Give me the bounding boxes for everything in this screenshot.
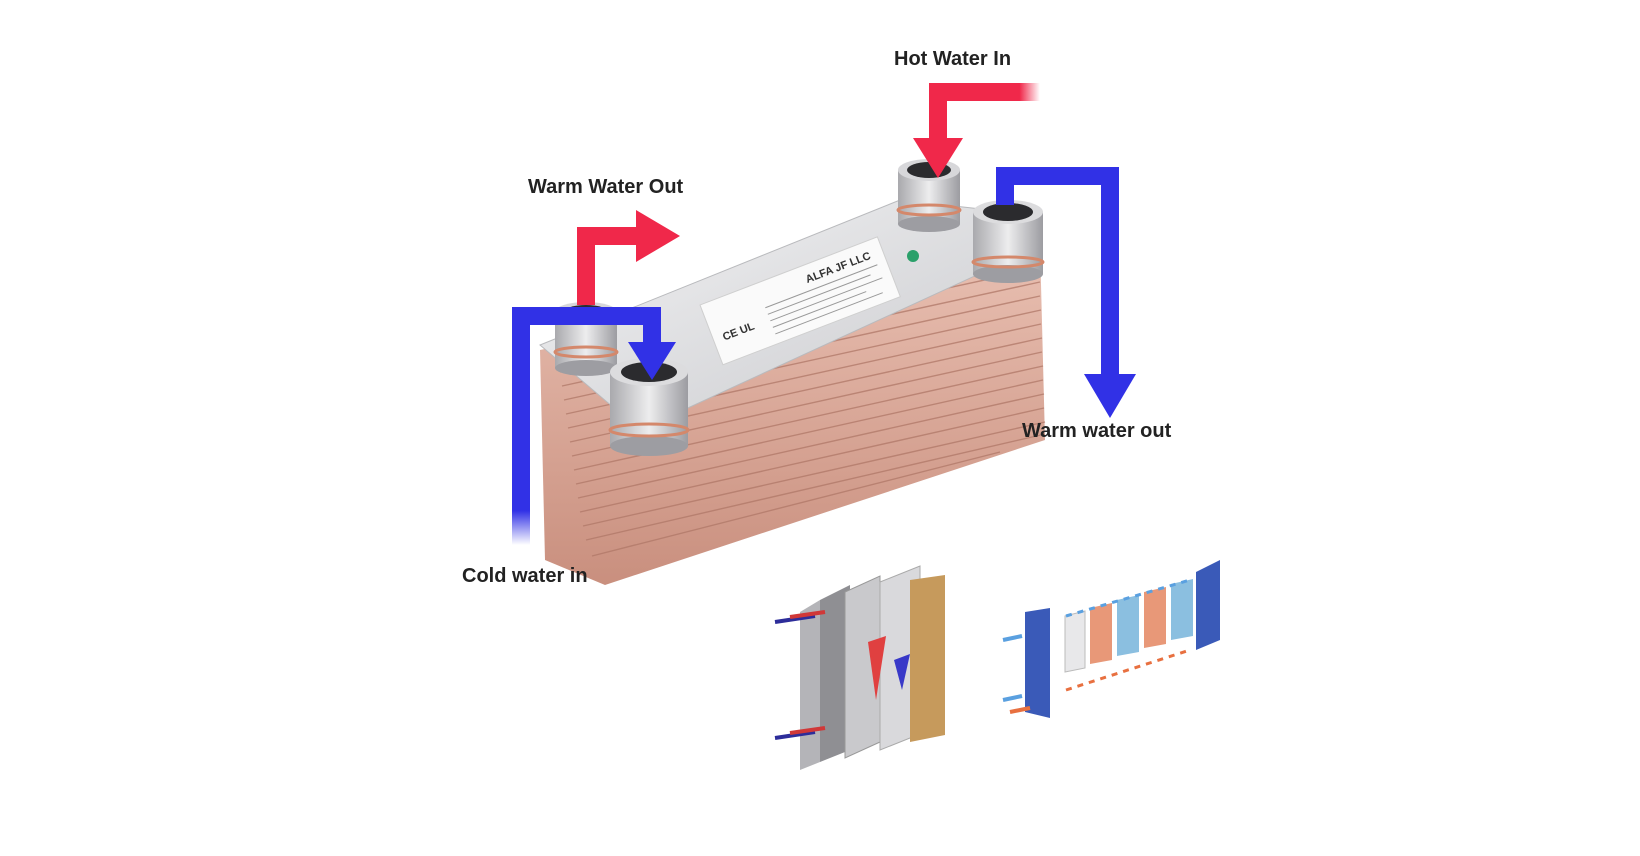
warm-water-out-hot-side-label: Warm Water Out [528, 176, 684, 198]
red-arrow-icon [636, 210, 680, 262]
blue-arrow-icon [628, 342, 676, 380]
exploded-plate-view-assembled [774, 565, 945, 770]
port-top-rear-right [896, 159, 962, 232]
hot-water-in-label: Hot Water In [894, 48, 1012, 70]
red-arrow-icon [913, 138, 963, 178]
indicator-dot [907, 250, 919, 262]
cold-water-in-label: Cold water in [462, 565, 588, 587]
warm-water-out-hot-side-arrow [577, 210, 680, 305]
nameplate: ALFA JF LLC CE UL [699, 236, 901, 366]
port-front-right [971, 200, 1045, 283]
cold-water-in-arrow [512, 307, 676, 545]
warm-water-out-cold-side-arrow [996, 167, 1136, 418]
blue-arrow-icon [1084, 374, 1136, 418]
warm-water-out-cold-side-label: Warm water out [1022, 420, 1172, 442]
hot-water-in-arrow [913, 83, 1040, 178]
exploded-plate-view-stack [1002, 560, 1220, 718]
